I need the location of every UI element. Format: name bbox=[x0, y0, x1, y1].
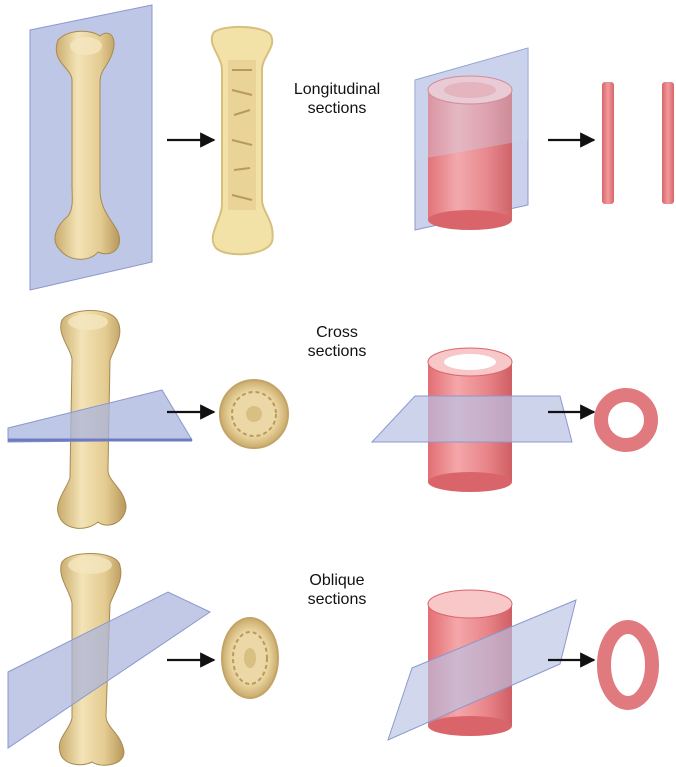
ring-section-icon bbox=[602, 82, 674, 204]
cylinder-icon bbox=[388, 590, 576, 740]
cross-label-line1: Cross bbox=[292, 323, 382, 342]
cylinder-icon bbox=[372, 348, 572, 492]
longitudinal-label-line1: Longitudinal bbox=[282, 80, 392, 99]
oblique-label-line1: Oblique bbox=[292, 571, 382, 590]
ring-section-icon bbox=[604, 627, 652, 703]
oblique-sections-label: Oblique sections bbox=[292, 571, 382, 609]
cross-sections-label: Cross sections bbox=[292, 323, 382, 361]
bone-section-icon bbox=[212, 27, 273, 254]
longitudinal-label-line2: sections bbox=[282, 99, 392, 118]
bone-section-icon bbox=[220, 380, 288, 448]
longitudinal-row bbox=[30, 5, 674, 290]
cylinder-icon bbox=[415, 48, 528, 230]
bone-section-icon bbox=[222, 618, 278, 698]
cross-label-line2: sections bbox=[292, 342, 382, 361]
oblique-label-line2: sections bbox=[292, 590, 382, 609]
longitudinal-sections-label: Longitudinal sections bbox=[282, 80, 392, 118]
ring-section-icon bbox=[601, 395, 651, 445]
